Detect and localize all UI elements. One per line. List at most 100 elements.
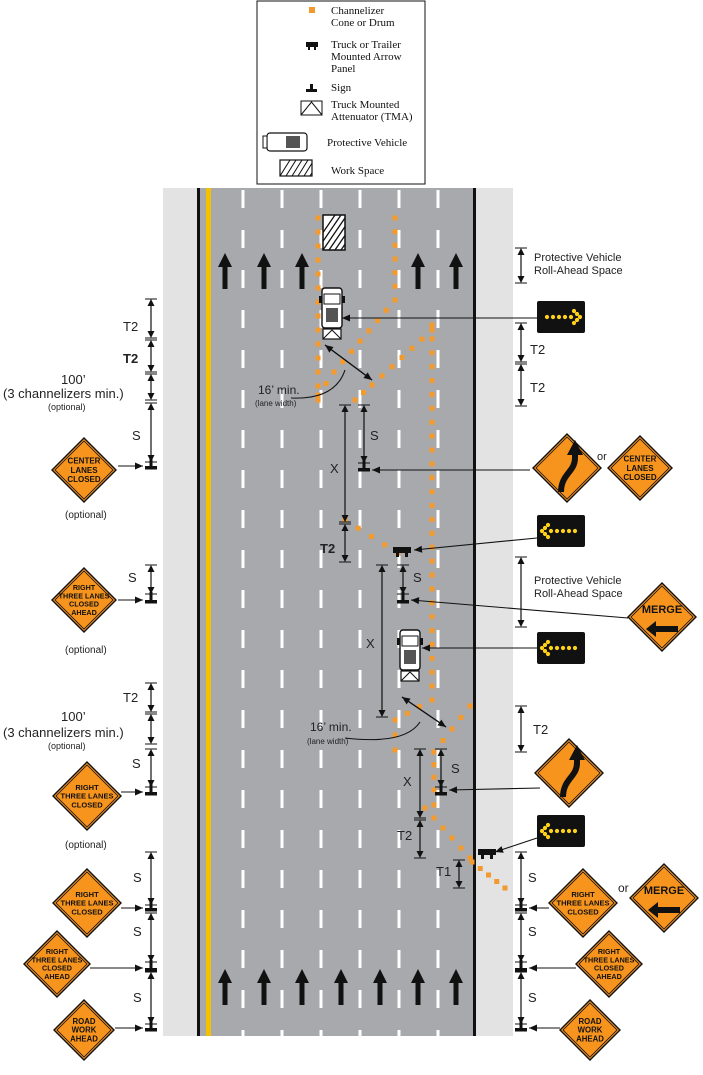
channelizer-cone xyxy=(429,475,435,481)
lane-stripe xyxy=(280,950,284,968)
up-arrow-icon xyxy=(295,253,309,289)
dim-arrowhead xyxy=(147,780,155,787)
lane-stripe xyxy=(319,230,323,248)
leader-line xyxy=(401,696,447,728)
s-label: S xyxy=(528,990,537,1005)
work-space-icon xyxy=(279,159,313,177)
lane-stripe xyxy=(436,830,440,848)
channelizer-cone xyxy=(422,805,428,811)
channelizer-cone xyxy=(392,242,398,248)
channelizer-cone xyxy=(392,732,398,738)
panel-lamp xyxy=(560,645,566,651)
text-line: (3 channelizers min.) xyxy=(3,725,124,740)
optional-label: (optional) xyxy=(65,510,107,521)
s-label: S xyxy=(451,761,460,776)
text-line: S xyxy=(133,924,142,939)
channelizer-cone xyxy=(429,461,435,467)
up-arrow-icon xyxy=(295,969,309,1005)
panel-lamp xyxy=(566,645,572,651)
post-stem xyxy=(362,460,366,468)
t2-label: T2 xyxy=(320,541,335,556)
channelizer-cone xyxy=(392,717,398,723)
channelizer-cone xyxy=(392,215,398,221)
post-stem xyxy=(519,960,523,968)
dimension-line xyxy=(515,322,527,363)
panel-lamp xyxy=(571,308,577,314)
tma-body xyxy=(400,670,420,682)
lane-stripe xyxy=(397,430,401,448)
dim-arrowhead xyxy=(147,565,155,572)
text-line: Mounted Arrow xyxy=(331,51,402,63)
channelizer-cone xyxy=(440,738,446,743)
up-arrow-icon xyxy=(449,969,463,1005)
post-stem xyxy=(149,900,153,908)
post-base xyxy=(435,792,447,796)
panel-lamp xyxy=(574,311,580,317)
text-line: Protective Vehicle xyxy=(534,575,621,587)
leader-arrow xyxy=(118,596,143,604)
lane-stripe xyxy=(436,430,440,448)
panel-lamp xyxy=(577,314,583,320)
lane-stripe xyxy=(280,310,284,328)
lane-stripe xyxy=(358,550,362,568)
text-line: CENTER xyxy=(624,455,657,464)
width-arrow xyxy=(401,696,447,728)
panel-lamp xyxy=(539,828,545,834)
dim-arrowhead xyxy=(517,913,525,920)
dim-arrowhead xyxy=(341,405,349,412)
channelizer-cone xyxy=(399,355,405,360)
dim-arrowhead xyxy=(416,811,424,818)
lane-stripe xyxy=(358,950,362,968)
lane-stripe xyxy=(241,670,245,688)
panel-lamp xyxy=(571,320,577,326)
arrow-shape xyxy=(257,969,271,1005)
channelizer-cone xyxy=(392,297,398,303)
up-arrow-icon xyxy=(411,969,425,1005)
sign-face xyxy=(607,435,673,501)
sign-border xyxy=(551,871,615,935)
sign-post-icon xyxy=(145,458,157,470)
leader-head xyxy=(135,964,143,972)
tma-icon xyxy=(300,100,323,116)
sign-post-icon xyxy=(515,1020,527,1032)
lane-stripe xyxy=(358,750,362,768)
optional-label: (optional) xyxy=(48,741,86,751)
lane-stripe xyxy=(280,710,284,728)
mirror xyxy=(342,296,345,303)
leader-arrow xyxy=(118,462,143,470)
text-line: (lane width) xyxy=(307,737,349,746)
channelizer-cone xyxy=(366,328,372,334)
dim-arrowhead xyxy=(517,557,525,564)
panel-lamp xyxy=(550,314,556,320)
hatch-line xyxy=(297,160,309,176)
lane-stripe xyxy=(436,1030,440,1048)
lane-stripe xyxy=(280,190,284,208)
dim-arrowhead xyxy=(517,972,525,979)
channelizer-cone xyxy=(429,378,435,384)
sign-border xyxy=(55,764,119,828)
channelizer-cone xyxy=(494,879,500,884)
leader-arrow xyxy=(90,964,143,972)
dimension-line xyxy=(145,713,157,745)
lane-stripe xyxy=(280,510,284,528)
dim-arrowhead xyxy=(517,248,525,255)
channelizer-cone xyxy=(429,628,435,634)
lane-stripe xyxy=(280,230,284,248)
dimension-line xyxy=(145,912,157,963)
text-line: CLOSED xyxy=(71,800,103,809)
arrow-shape xyxy=(449,969,463,1005)
panel-lamp xyxy=(548,645,554,651)
channelizer-cone xyxy=(429,697,435,703)
lane-stripe xyxy=(319,870,323,888)
dim-arrowhead xyxy=(517,955,525,962)
text-line: T2 xyxy=(320,541,335,556)
channelizer-cone-icon xyxy=(309,7,315,13)
text-line: Protective Vehicle xyxy=(534,252,621,264)
sign-text: MERGE xyxy=(642,604,682,616)
leader-head xyxy=(135,462,143,470)
channelizer-cone xyxy=(429,336,435,342)
